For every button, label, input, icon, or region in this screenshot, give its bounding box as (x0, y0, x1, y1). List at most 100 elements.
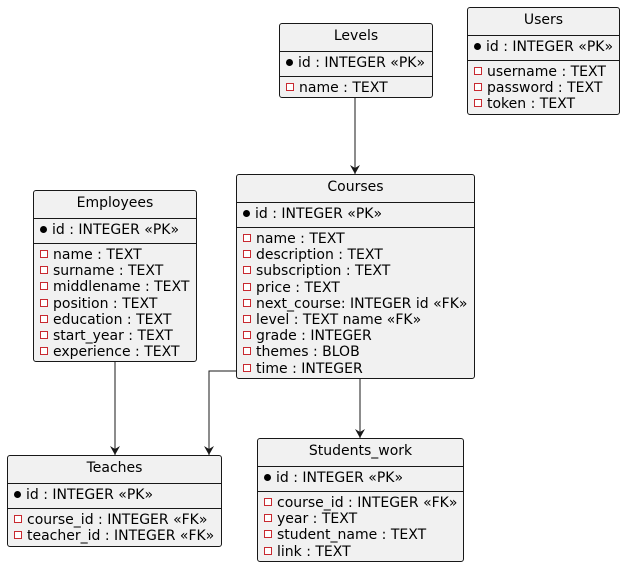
primary-key-row: id : INTEGER «PK» (258, 467, 463, 492)
field-row: next_course: INTEGER id «FK» (243, 296, 468, 312)
entity-title: Employees (34, 191, 196, 219)
field-marker-icon (40, 347, 48, 356)
primary-key-row: id : INTEGER «PK» (8, 484, 221, 509)
field-label: teacher_id : INTEGER «FK» (27, 528, 215, 545)
field-row: experience : TEXT (40, 344, 190, 360)
primary-key-icon (474, 43, 481, 50)
field-row: link : TEXT (264, 544, 457, 560)
field-label: username : TEXT (487, 64, 606, 80)
field-marker-icon (474, 83, 482, 92)
field-row: time : INTEGER (243, 361, 468, 377)
field-row: username : TEXT (474, 64, 613, 80)
primary-key-label: id : INTEGER «PK» (52, 222, 180, 238)
field-row: course_id : INTEGER «FK» (14, 512, 215, 528)
field-row: subscription : TEXT (243, 263, 468, 279)
primary-key-row: id : INTEGER «PK» (280, 52, 432, 77)
field-list: course_id : INTEGER «FK» year : TEXT stu… (258, 492, 463, 563)
field-row: grade : INTEGER (243, 328, 468, 344)
field-label: student_name : TEXT (277, 527, 427, 544)
field-list: username : TEXT password : TEXT token : … (468, 61, 619, 116)
field-marker-icon (40, 298, 48, 307)
field-label: description : TEXT (256, 247, 383, 264)
primary-key-row: id : INTEGER «PK» (34, 219, 196, 244)
field-label: grade : INTEGER (256, 328, 372, 345)
field-label: middlename : TEXT (53, 279, 190, 296)
field-marker-icon (243, 315, 251, 324)
entity-title: Teaches (8, 456, 221, 484)
field-row: description : TEXT (243, 247, 468, 263)
field-row: year : TEXT (264, 511, 457, 527)
field-marker-icon (243, 266, 251, 275)
field-label: name : TEXT (299, 80, 388, 96)
field-marker-icon (40, 314, 48, 323)
entity-employees: Employees id : INTEGER «PK» name : TEXT … (33, 190, 197, 362)
field-label: link : TEXT (277, 543, 351, 560)
field-marker-icon (243, 298, 251, 307)
field-list: name : TEXT surname : TEXT middlename : … (34, 244, 196, 363)
entity-title: Courses (237, 175, 474, 203)
field-row: middlename : TEXT (40, 279, 190, 295)
field-row: themes : BLOB (243, 344, 468, 360)
field-marker-icon (286, 83, 294, 91)
field-row: start_year : TEXT (40, 328, 190, 344)
primary-key-icon (243, 210, 250, 217)
field-row: education : TEXT (40, 312, 190, 328)
field-list: course_id : INTEGER «FK» teacher_id : IN… (8, 509, 221, 547)
field-marker-icon (243, 347, 251, 356)
primary-key-icon (14, 491, 21, 498)
field-label: price : TEXT (256, 279, 340, 296)
field-marker-icon (264, 530, 272, 539)
field-marker-icon (14, 531, 22, 540)
field-marker-icon (474, 99, 482, 108)
primary-key-label: id : INTEGER «PK» (26, 487, 154, 503)
field-label: next_course: INTEGER id «FK» (256, 295, 468, 312)
field-marker-icon (40, 331, 48, 340)
field-marker-icon (264, 546, 272, 555)
field-row: level : TEXT name «FK» (243, 312, 468, 328)
field-label: name : TEXT (256, 231, 345, 247)
field-label: level : TEXT name «FK» (256, 312, 422, 329)
primary-key-label: id : INTEGER «PK» (298, 55, 426, 71)
entity-students-work: Students_work id : INTEGER «PK» course_i… (257, 438, 464, 562)
primary-key-icon (40, 226, 47, 233)
field-row: course_id : INTEGER «FK» (264, 495, 457, 511)
field-marker-icon (474, 67, 482, 75)
primary-key-icon (264, 474, 271, 481)
field-label: token : TEXT (487, 96, 576, 113)
field-marker-icon (264, 514, 272, 523)
field-label: position : TEXT (53, 295, 158, 312)
entity-users: Users id : INTEGER «PK» username : TEXT … (467, 7, 620, 115)
field-row: token : TEXT (474, 96, 613, 112)
field-row: name : TEXT (40, 247, 190, 263)
field-marker-icon (264, 498, 272, 506)
field-label: education : TEXT (53, 311, 172, 328)
field-row: password : TEXT (474, 80, 613, 96)
field-label: experience : TEXT (53, 344, 180, 361)
entity-title: Levels (280, 24, 432, 52)
field-label: time : INTEGER (256, 360, 363, 377)
field-marker-icon (243, 234, 251, 242)
entity-courses: Courses id : INTEGER «PK» name : TEXT de… (236, 174, 475, 379)
field-label: course_id : INTEGER «FK» (277, 495, 458, 511)
field-row: teacher_id : INTEGER «FK» (14, 528, 215, 544)
field-label: surname : TEXT (53, 263, 164, 280)
field-marker-icon (243, 250, 251, 259)
field-row: name : TEXT (286, 80, 426, 96)
field-marker-icon (40, 266, 48, 275)
field-list: name : TEXT (280, 77, 432, 99)
field-label: start_year : TEXT (53, 328, 173, 345)
primary-key-label: id : INTEGER «PK» (255, 206, 383, 222)
primary-key-icon (286, 59, 293, 66)
field-marker-icon (14, 515, 22, 523)
field-label: password : TEXT (487, 80, 603, 97)
field-marker-icon (40, 282, 48, 291)
primary-key-label: id : INTEGER «PK» (276, 470, 404, 486)
field-label: year : TEXT (277, 511, 358, 528)
field-label: name : TEXT (53, 247, 142, 263)
field-label: themes : BLOB (256, 344, 360, 361)
field-marker-icon (40, 250, 48, 258)
field-list: name : TEXT description : TEXT subscript… (237, 228, 474, 380)
relation-courses-teaches (204, 370, 237, 455)
field-row: student_name : TEXT (264, 527, 457, 543)
